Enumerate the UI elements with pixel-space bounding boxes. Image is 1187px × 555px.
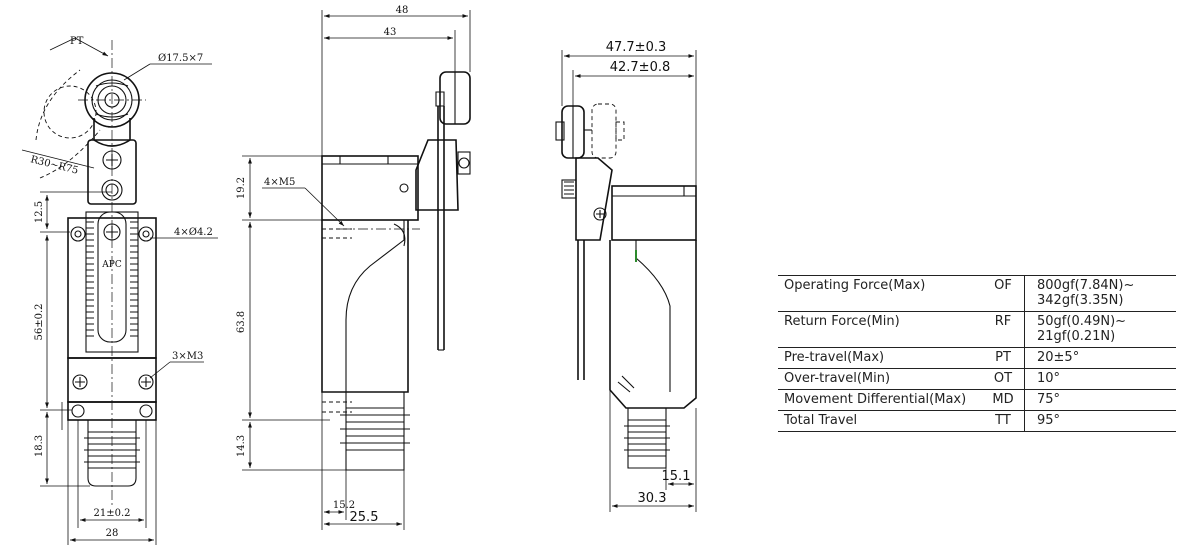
table-row: Return Force(Min) RF 50gf(0.49N)~ 21gf(0… [778, 311, 1176, 348]
dim-15-2: 15.2 [333, 500, 355, 511]
spec-name: Over-travel(Min) [778, 368, 982, 390]
dim-21: 21±0.2 [93, 508, 130, 519]
dim-m5: 4×M5 [264, 177, 295, 188]
table-row: Movement Differential(Max) MD 75° [778, 389, 1176, 411]
spec-name: Movement Differential(Max) [778, 389, 982, 411]
spec-name: Operating Force(Max) [778, 275, 982, 312]
dim-19-2: 19.2 [236, 177, 247, 199]
spec-value: 95° [1024, 410, 1176, 432]
spec-code: MD [982, 389, 1025, 411]
spec-value: 800gf(7.84N)~ 342gf(3.35N) [1024, 275, 1176, 312]
dim-radius: R30~R75 [29, 154, 79, 177]
dim-holes: 4×Ø4.2 [174, 227, 213, 238]
dim-56: 56±0.2 [34, 303, 45, 340]
spec-value: 10° [1024, 368, 1176, 390]
dim-12-5: 12.5 [34, 201, 45, 223]
dim-14-3: 14.3 [236, 435, 247, 457]
dim-screws: 3×M3 [172, 351, 203, 362]
dim-47-7: 47.7±0.3 [606, 40, 667, 55]
spec-name: Pre-travel(Max) [778, 347, 982, 369]
dim-28: 28 [106, 528, 119, 539]
spec-code: RF [982, 311, 1025, 348]
spec-table: Operating Force(Max) OF 800gf(7.84N)~ 34… [778, 275, 1176, 432]
table-row: Operating Force(Max) OF 800gf(7.84N)~ 34… [778, 275, 1176, 312]
table-row: Over-travel(Min) OT 10° [778, 368, 1176, 390]
dim-63-8: 63.8 [236, 311, 247, 333]
table-row: Pre-travel(Max) PT 20±5° [778, 347, 1176, 369]
spec-value: 20±5° [1024, 347, 1176, 369]
spec-name: Total Travel [778, 410, 982, 432]
roller [78, 72, 146, 128]
spec-value: 75° [1024, 389, 1176, 411]
dim-43: 43 [384, 27, 397, 38]
spec-code: PT [982, 347, 1025, 369]
right-view: 47.7±0.3 42.7±0.8 15.1 30.3 [555, 40, 697, 512]
dim-42-7: 42.7±0.8 [610, 60, 671, 75]
dim-30-3: 30.3 [638, 491, 667, 506]
spec-name: Return Force(Min) [778, 311, 982, 348]
dim-48: 48 [396, 5, 409, 16]
spec-code: OF [982, 275, 1025, 312]
logo-text: APC [101, 260, 122, 270]
side-view: 48 43 19.2 4×M5 63.8 14.3 15.2 25.5 [236, 5, 471, 530]
dim-roller: Ø17.5×7 [158, 53, 203, 64]
front-view: APC PT Ø17.5×7 R30~R75 12.5 4×Ø4.2 56±0.… [21, 36, 218, 545]
dim-18-3: 18.3 [34, 435, 45, 457]
dim-15-1: 15.1 [662, 469, 691, 484]
spec-value: 50gf(0.49N)~ 21gf(0.21N) [1024, 311, 1176, 348]
spec-code: TT [982, 410, 1025, 432]
spec-code: OT [982, 368, 1025, 390]
dim-25-5: 25.5 [350, 510, 379, 525]
dim-pt: PT [70, 36, 84, 47]
table-row: Total Travel TT 95° [778, 410, 1176, 432]
